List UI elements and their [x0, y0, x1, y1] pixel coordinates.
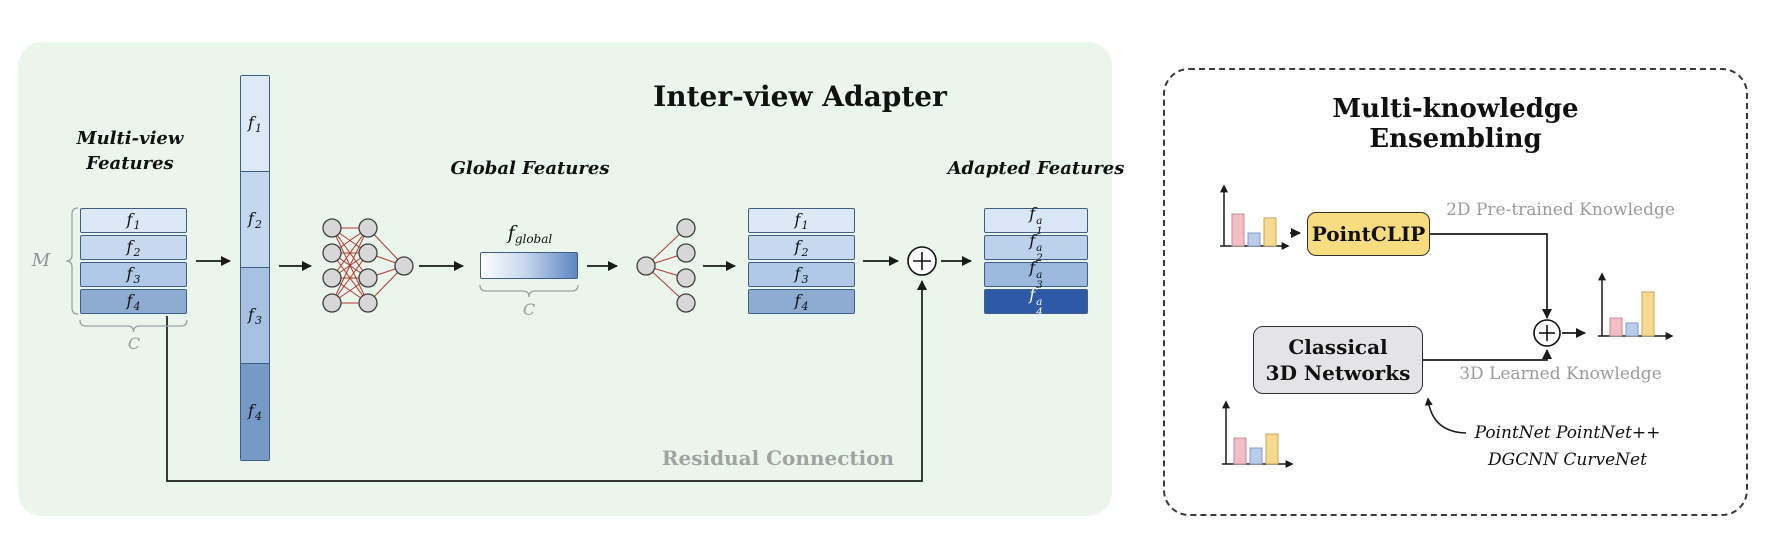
multiview-features-label: Multi-view Features [60, 126, 200, 176]
column-seg-f1: f1 [241, 76, 269, 172]
fglobal-label: fglobal [507, 222, 553, 246]
pointclip-label: PointCLIP [1311, 222, 1426, 246]
residual-connection-label: Residual Connection [661, 446, 895, 470]
backbone-line2: DGCNN CurveNet [1488, 450, 1647, 470]
pointclip-box: PointCLIP [1307, 212, 1430, 256]
global-features-label: Global Features [450, 158, 610, 179]
classical-label-line2: 3D Networks [1265, 361, 1411, 385]
classical-3d-networks-box: Classical 3D Networks [1253, 326, 1423, 394]
mid-box-f4: f4 [748, 289, 855, 314]
feature-box-f3: f3 [80, 262, 187, 287]
c-dimension-label-global: C [522, 300, 536, 319]
c-dimension-label-stack: C [127, 334, 141, 353]
concatenated-feature-column: f1 f2 f3 f4 [240, 75, 270, 461]
feature-box-f2: f2 [80, 235, 187, 260]
m-dimension-label: M [31, 250, 51, 271]
left-panel-title: Inter-view Adapter [653, 80, 947, 113]
multiview-feature-stack: f1 f2 f3 f4 [80, 208, 187, 314]
multiview-features-line2: Features [86, 153, 174, 174]
right-panel-title: Multi-knowledge Ensembling [1332, 94, 1579, 154]
backbone-networks-label: PointNet PointNet++ DGCNN CurveNet [1455, 420, 1680, 474]
3d-knowledge-label: 3D Learned Knowledge [1459, 364, 1662, 384]
mid-feature-stack: f1 f2 f3 f4 [748, 208, 855, 314]
backbone-line1: PointNet PointNet++ [1474, 423, 1661, 443]
mid-box-f1: f1 [748, 208, 855, 233]
adapted-features-label: Adapted Features [947, 158, 1125, 179]
multiview-features-line1: Multi-view [76, 128, 184, 149]
feature-box-f4: f4 [80, 289, 187, 314]
column-seg-f3: f3 [241, 268, 269, 364]
classical-label-line1: Classical [1288, 335, 1388, 359]
column-seg-f2: f2 [241, 172, 269, 268]
mid-box-f3: f3 [748, 262, 855, 287]
feature-box-f1: f1 [80, 208, 187, 233]
mid-box-f2: f2 [748, 235, 855, 260]
2d-knowledge-label: 2D Pre-trained Knowledge [1446, 200, 1675, 220]
column-seg-f4: f4 [241, 364, 269, 460]
global-feature-bar [480, 252, 578, 279]
